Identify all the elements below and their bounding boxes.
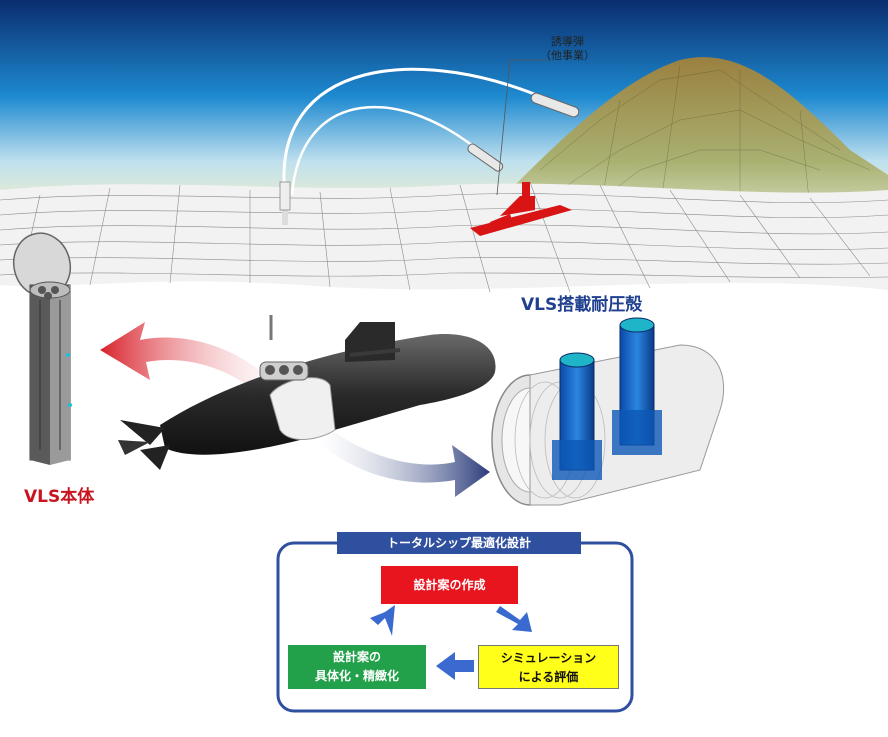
flow-arrows — [370, 605, 532, 680]
missile-launch — [279, 181, 291, 211]
pressure-hull-label: VLS搭載耐圧殻 — [521, 295, 643, 315]
target-ship — [470, 182, 572, 236]
missile-label-line1: 誘導弾 — [551, 35, 584, 48]
missile-label: 誘導弾 （他事業） — [540, 35, 595, 63]
missile-label-line2: （他事業） — [540, 49, 595, 62]
missile-1 — [530, 92, 580, 118]
simulation-line1: シミュレーション — [500, 651, 597, 665]
vls-arrow — [100, 322, 290, 410]
simulation-box: シミュレーション による評価 — [478, 645, 619, 689]
refine-line1: 設計案の — [332, 650, 381, 664]
simulation-line2: による評価 — [518, 670, 579, 684]
sea-surface — [0, 183, 888, 290]
missile-trajectory-1 — [282, 67, 561, 196]
pressure-hull-illustration — [491, 317, 725, 506]
refine-design-box: 設計案の 具体化・精緻化 — [288, 645, 426, 689]
pressure-hull-arrow — [315, 425, 490, 497]
sea-mesh — [0, 181, 888, 293]
vls-body-label: VLS本体 — [24, 487, 95, 507]
missile-trajectory-2 — [290, 105, 491, 196]
vls-body-illustration — [12, 232, 72, 465]
refine-line2: 具体化・精緻化 — [314, 669, 399, 683]
flow-title: トータルシップ最適化設計 — [337, 532, 581, 554]
missile-2 — [467, 143, 504, 172]
submarine-illustration — [118, 322, 496, 470]
create-design-box: 設計案の作成 — [381, 566, 518, 604]
